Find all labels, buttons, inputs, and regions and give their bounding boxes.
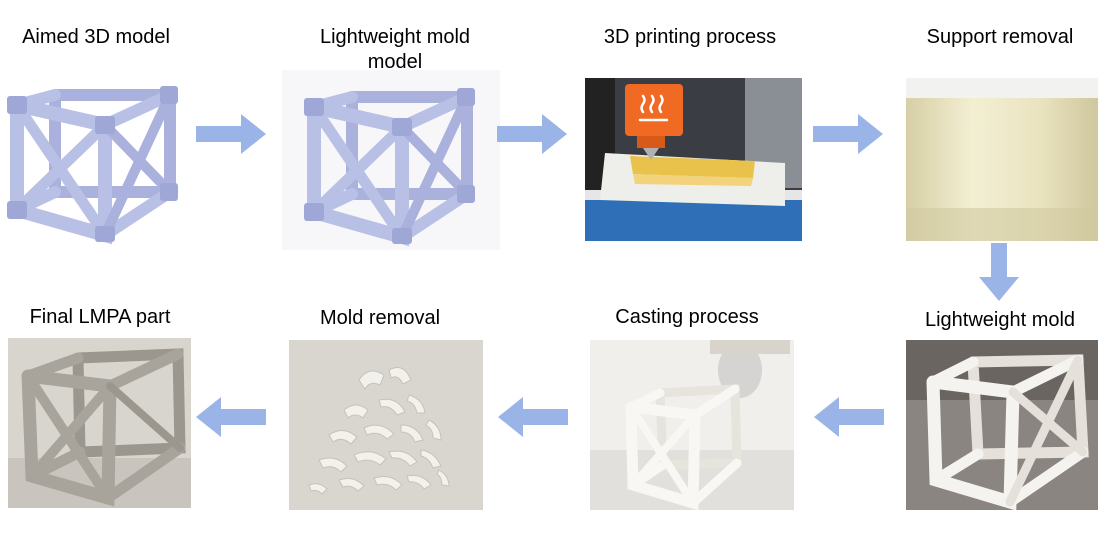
flow-arrow-left-3 [196,397,266,437]
step-label-final-lmpa-part: Final LMPA part [29,306,171,328]
flow-arrow-left-2 [498,397,568,437]
flow-arrow-right-1 [196,114,266,154]
flow-arrow-right-3 [813,114,883,154]
step-label-aimed-3d-model: Aimed 3D model [22,26,170,48]
step-label-lightweight-mold-model: Lightweight mold model [319,26,471,73]
3d-printing-process-photo [585,78,802,241]
flow-arrow-down [979,243,1019,301]
support-removal-photo [906,78,1098,241]
step-label-mold-removal: Mold removal [319,307,441,329]
step-label-support-removal: Support removal [926,26,1074,48]
lightweight-mold-model-image [282,70,500,250]
final-lmpa-part-photo [8,338,191,508]
step-label-lightweight-mold: Lightweight mold [924,309,1076,331]
aimed-3d-model-image [5,80,185,245]
mold-removal-photo [289,340,483,510]
step-label-casting-process: Casting process [615,306,759,328]
lightweight-mold-photo [906,340,1098,510]
step-label-3d-printing-process: 3D printing process [603,26,777,48]
casting-process-photo [590,340,794,510]
flow-arrow-left-1 [814,397,884,437]
flow-arrow-right-2 [497,114,567,154]
